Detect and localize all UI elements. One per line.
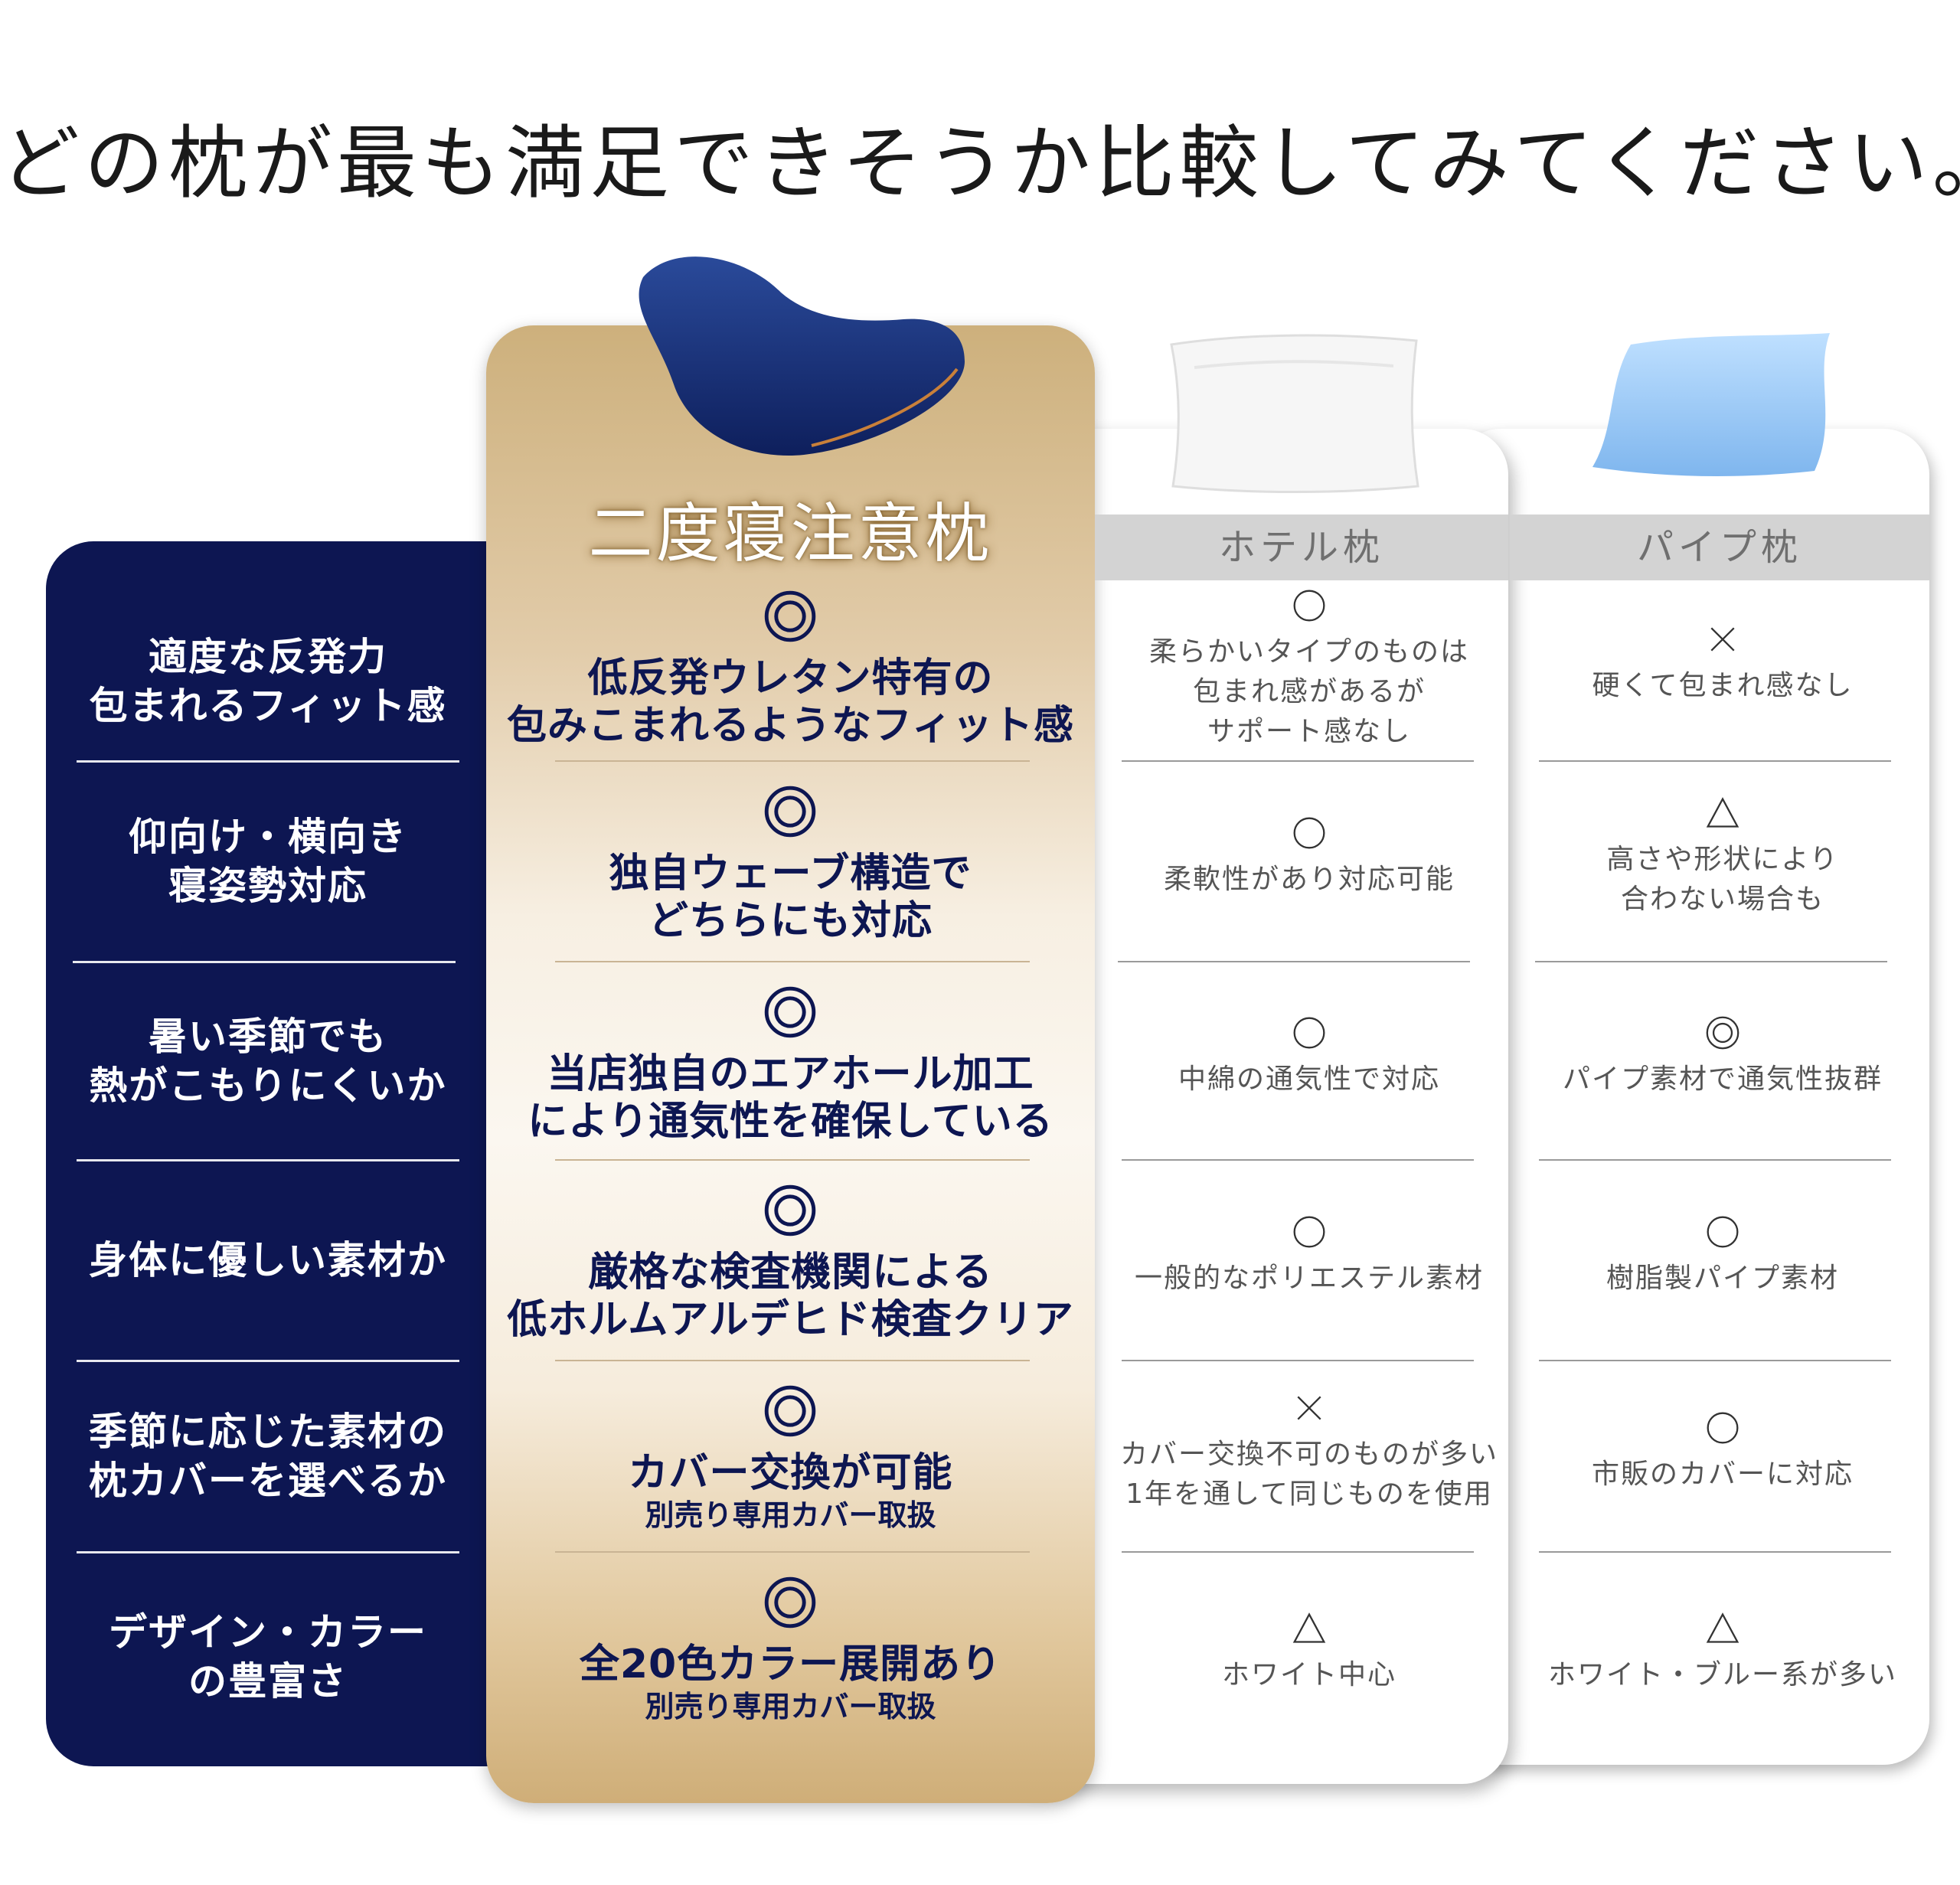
- featured-detail-text: 全20色カラー展開あり: [579, 1642, 1002, 1687]
- hotel-divider: [1118, 961, 1470, 962]
- featured-sub-text: 別売り専用カバー取扱: [645, 1690, 936, 1723]
- hotel-detail-text: カバー交換不可のものが多い 1年を通して同じものを使用: [1119, 1439, 1498, 1510]
- featured-pillow-name: 二度寝注意枕: [588, 496, 993, 571]
- pipe-header-bar: [1510, 515, 1929, 580]
- double-circle-mark-icon: [763, 985, 817, 1042]
- double-circle-mark-icon: [763, 1576, 817, 1632]
- blue-pillow-image: [1592, 333, 1830, 476]
- circle-mark-icon: [1705, 1214, 1740, 1253]
- triangle-mark-icon: [1292, 1611, 1327, 1649]
- featured-divider: [555, 1159, 1030, 1161]
- criteria-divider: [77, 1360, 459, 1362]
- criterion-label: 仰向け・横向き 寝姿勢対応: [129, 815, 407, 908]
- criteria-divider: [73, 961, 456, 963]
- double-circle-mark-icon: [1705, 1015, 1740, 1054]
- featured-divider: [555, 1551, 1030, 1553]
- criterion-label: 季節に応じた素材の 枕カバーを選べるか: [89, 1410, 447, 1503]
- hotel-detail-text: 一般的なポリエステル素材: [1134, 1263, 1484, 1294]
- circle-mark-icon: [1292, 815, 1327, 854]
- cross-mark-icon: [1705, 622, 1740, 660]
- triangle-mark-icon: [1705, 1611, 1740, 1649]
- featured-detail-text: 独自ウェーブ構造で どちらにも対応: [609, 851, 972, 944]
- featured-sub-text: 別売り専用カバー取扱: [645, 1498, 936, 1532]
- hotel-header-bar: [1095, 515, 1508, 580]
- hotel-detail-text: 柔らかいタイプのものは 包まれ感があるが サポート感なし: [1148, 636, 1469, 747]
- pipe-pillow-card: [1455, 429, 1929, 1765]
- pipe-divider: [1539, 1159, 1891, 1161]
- triangle-mark-icon: [1705, 795, 1740, 834]
- featured-divider: [555, 961, 1030, 962]
- featured-divider: [555, 760, 1030, 762]
- double-circle-mark-icon: [763, 1384, 817, 1441]
- featured-divider: [555, 1360, 1030, 1361]
- pipe-divider: [1539, 1551, 1891, 1553]
- hotel-detail-text: 中綿の通気性で対応: [1178, 1063, 1440, 1095]
- double-circle-mark-icon: [763, 1184, 817, 1240]
- white-pillow-image: [1170, 334, 1419, 493]
- criterion-label: 適度な反発力 包まれるフィット感: [89, 635, 447, 728]
- circle-mark-icon: [1292, 588, 1327, 626]
- double-circle-mark-icon: [763, 590, 817, 646]
- hotel-divider: [1122, 760, 1474, 762]
- pipe-divider: [1539, 760, 1891, 762]
- circle-mark-icon: [1705, 1410, 1740, 1449]
- hotel-divider: [1122, 1551, 1474, 1553]
- featured-detail-text: カバー交換が可能: [628, 1450, 953, 1496]
- pipe-detail-text: 市販のカバーに対応: [1591, 1459, 1854, 1490]
- pipe-detail-text: 高さや形状により 合わない場合も: [1606, 844, 1839, 915]
- hotel-divider: [1122, 1159, 1474, 1161]
- circle-mark-icon: [1292, 1015, 1327, 1054]
- hotel-detail-text: ホワイト中心: [1221, 1659, 1396, 1691]
- hotel-detail-text: 柔軟性があり対応可能: [1163, 864, 1455, 895]
- criteria-divider: [77, 1159, 459, 1161]
- double-circle-mark-icon: [763, 785, 817, 841]
- pipe-detail-text: 硬くて包まれ感なし: [1592, 670, 1854, 701]
- featured-detail-text: 低反発ウレタン特有の 包みこまれるようなフィット感: [507, 655, 1074, 749]
- featured-pillow-card: [486, 325, 1095, 1803]
- featured-detail-text: 当店独自のエアホール加工 により通気性を確保している: [528, 1051, 1054, 1145]
- hotel-column-header: ホテル枕: [1218, 526, 1384, 569]
- pipe-detail-text: パイプ素材で通気性抜群: [1562, 1063, 1883, 1095]
- circle-mark-icon: [1292, 1214, 1327, 1253]
- cross-mark-icon: [1292, 1390, 1327, 1429]
- criteria-divider: [77, 1551, 459, 1553]
- hotel-divider: [1122, 1360, 1474, 1361]
- criterion-label: 身体に優しい素材か: [89, 1238, 447, 1282]
- navy-pillow-image: [639, 256, 965, 456]
- criterion-label: 暑い季節でも 熱がこもりにくいか: [89, 1014, 447, 1108]
- page-title: どの枕が最も満足できそうか比較してみてください。: [0, 116, 1960, 210]
- pipe-divider: [1535, 961, 1887, 962]
- criterion-label: デザイン・カラー の豊富さ: [109, 1610, 427, 1704]
- pipe-detail-text: ホワイト・ブルー系が多い: [1547, 1659, 1897, 1691]
- pipe-divider: [1539, 1360, 1891, 1361]
- criteria-divider: [77, 760, 459, 763]
- pipe-column-header: パイプ枕: [1636, 526, 1802, 569]
- pipe-detail-text: 樹脂製パイプ素材: [1606, 1263, 1839, 1294]
- featured-detail-text: 厳格な検査機関による 低ホルムアルデヒド検査クリア: [507, 1250, 1074, 1343]
